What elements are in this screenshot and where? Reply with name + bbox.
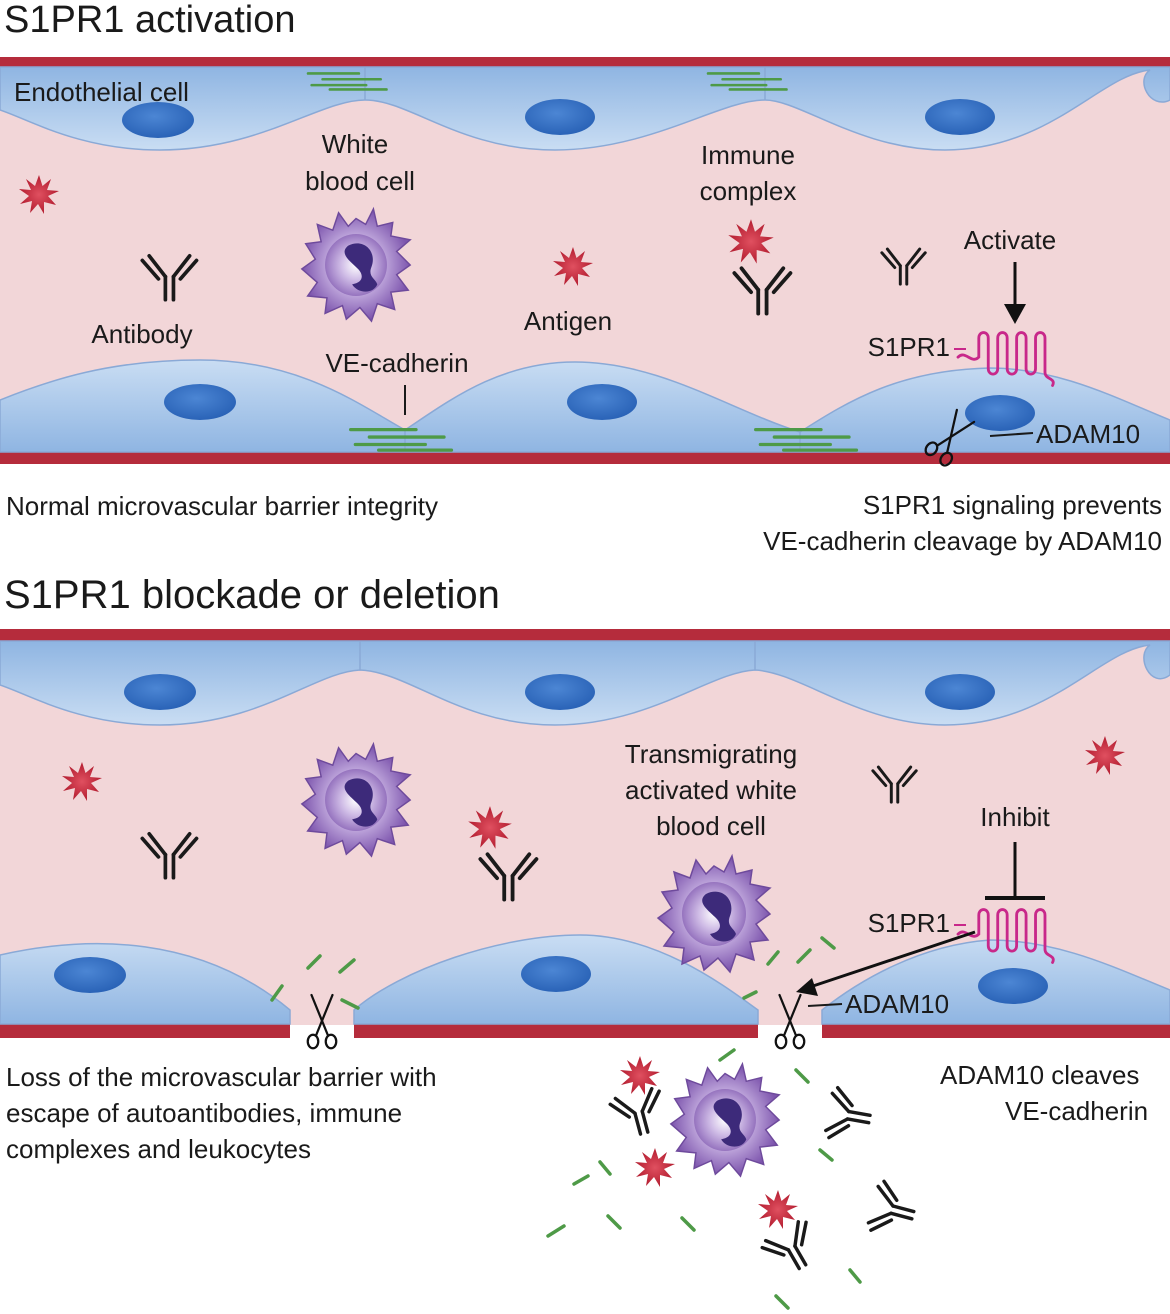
adam10-label-bottom: ADAM10 <box>845 989 949 1019</box>
antigen-label: Antigen <box>524 306 612 336</box>
bottom-caption-right-2: VE-cadherin <box>1005 1096 1148 1126</box>
white-blood-cell-label-1: White <box>322 129 388 159</box>
s1pr1-label-bottom: S1PR1 <box>868 908 950 938</box>
bottom-nucleus-5 <box>521 956 591 992</box>
top-caption-right-1: S1PR1 signaling prevents <box>863 490 1162 520</box>
top-nucleus-1 <box>122 102 194 138</box>
top-nucleus-6 <box>965 395 1035 431</box>
activate-arrowhead-icon <box>1004 304 1026 324</box>
transmigrating-label-2: activated white <box>625 775 797 805</box>
adam10-pointer-bottom <box>807 1003 843 1007</box>
white-blood-cell-icon <box>670 1063 780 1177</box>
inhibit-label: Inhibit <box>980 802 1050 832</box>
transmigrating-label-1: Transmigrating <box>625 739 797 769</box>
s1pr1-to-adam10-arrow <box>809 930 976 989</box>
bottom-cell-boundary-upper <box>359 641 756 670</box>
antibody-icon <box>758 1216 827 1282</box>
top-nucleus-3 <box>925 99 995 135</box>
antibody-icon <box>822 1085 876 1146</box>
top-nucleus-4 <box>164 384 236 420</box>
bottom-nucleus-4 <box>54 957 126 993</box>
top-caption-right-2: VE-cadherin cleavage by ADAM10 <box>763 526 1162 556</box>
immune-complex-label-1: Immune <box>701 140 795 170</box>
top-caption-left: Normal microvascular barrier integrity <box>6 491 438 521</box>
bottom-caption-right-1: ADAM10 cleaves <box>940 1060 1139 1090</box>
antibody-icon <box>607 1085 671 1142</box>
bottom-panel-title: S1PR1 blockade or deletion <box>4 573 500 617</box>
bottom-nucleus-6 <box>978 968 1048 1004</box>
bottom-caption-left-2: escape of autoantibodies, immune <box>6 1098 402 1128</box>
activate-label: Activate <box>964 225 1057 255</box>
bottom-vessel-wall-lower <box>0 1024 1170 1038</box>
bottom-caption-left-3: complexes and leukocytes <box>6 1134 311 1164</box>
adam10-label-top: ADAM10 <box>1036 419 1140 449</box>
ve-cadherin-label: VE-cadherin <box>325 348 468 378</box>
bottom-nucleus-1 <box>124 674 196 710</box>
s1pr1-label-top: S1PR1 <box>868 332 950 362</box>
antigen-icon <box>620 1056 660 1095</box>
bottom-vessel-wall-upper <box>0 629 1170 641</box>
transmigrating-label-3: blood cell <box>656 811 766 841</box>
top-vessel-wall-upper <box>0 57 1170 67</box>
top-panel-title: S1PR1 activation <box>4 0 296 41</box>
bottom-nucleus-2 <box>525 674 595 710</box>
antibody-icon <box>865 1178 922 1242</box>
top-cell-boundary-upper <box>364 67 766 100</box>
endothelial-cell-label: Endothelial cell <box>14 77 189 107</box>
top-nucleus-5 <box>567 384 637 420</box>
bottom-nucleus-3 <box>925 674 995 710</box>
top-vessel-wall-lower <box>0 452 1170 464</box>
adam10-pointer-top <box>989 432 1034 437</box>
immune-complex-label-2: complex <box>700 176 797 206</box>
antigen-icon <box>635 1148 675 1187</box>
antibody-label: Antibody <box>91 319 192 349</box>
s1pr1-to-adam10-arrowhead-icon <box>796 978 818 996</box>
top-nucleus-2 <box>525 99 595 135</box>
antigen-icon <box>758 1190 798 1229</box>
bottom-caption-left-1: Loss of the microvascular barrier with <box>6 1062 437 1092</box>
white-blood-cell-label-2: blood cell <box>305 166 415 196</box>
